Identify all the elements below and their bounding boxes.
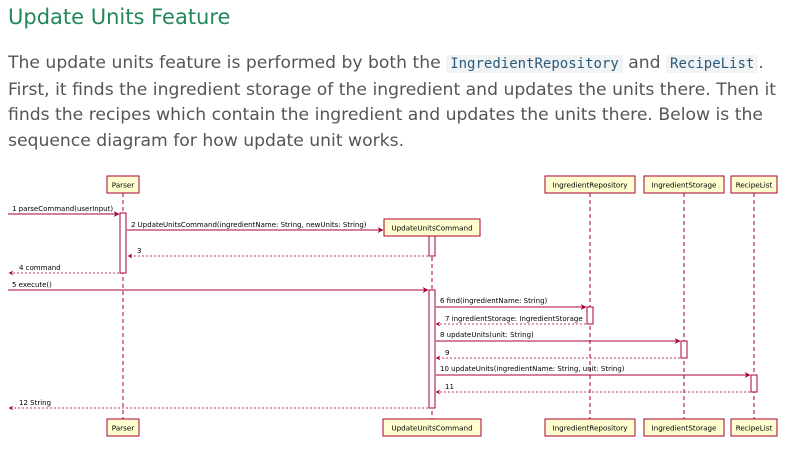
- message-label: 4 command: [19, 264, 61, 272]
- message-label: 5 execute(): [12, 281, 52, 289]
- message-10: 10 updateUnits(ingredientName: String, u…: [436, 365, 751, 378]
- message-label: 2 UpdateUnitsCommand(ingredientName: Str…: [131, 221, 367, 229]
- message-label: 3: [137, 247, 141, 255]
- participant-ingredient-repository-bottom: IngredientRepository: [544, 418, 636, 437]
- participant-recipe-list-bottom: RecipeList: [730, 418, 778, 437]
- message-6: 6 find(ingredientName: String): [436, 297, 587, 310]
- message-label: 10 updateUnits(ingredientName: String, u…: [440, 365, 625, 373]
- participant-label: IngredientRepository: [552, 181, 628, 190]
- message-2: 2 UpdateUnitsCommand(ingredientName: Str…: [127, 221, 384, 233]
- participant-label: IngredientRepository: [552, 424, 628, 433]
- message-7: 7 ingredientStorage: IngredientStorage: [435, 315, 586, 327]
- message-label: 6 find(ingredientName: String): [440, 297, 548, 305]
- message-9: 9: [435, 349, 680, 361]
- participant-parser-top: Parser: [106, 175, 140, 194]
- activation-parser: [119, 212, 127, 274]
- description-paragraph: The update units feature is performed by…: [8, 51, 808, 154]
- code-recipe-list: RecipeList: [666, 55, 759, 73]
- activation-recipe-list: [750, 374, 758, 393]
- participant-update-units-command-bottom: UpdateUnitsCommand: [382, 418, 482, 437]
- participant-label: UpdateUnitsCommand: [391, 224, 472, 233]
- message-label: 11: [445, 383, 454, 391]
- participant-ingredient-storage-top: IngredientStorage: [643, 175, 725, 194]
- participant-label: RecipeList: [736, 181, 773, 190]
- activation-command-execute: [428, 289, 436, 409]
- activation-ingredient-storage: [680, 340, 688, 359]
- participant-label: UpdateUnitsCommand: [391, 424, 472, 433]
- paragraph-text: and: [622, 53, 667, 73]
- message-4: 4 command: [8, 264, 119, 276]
- paragraph-text: . First, it finds the ingredient storage…: [8, 53, 777, 151]
- code-ingredient-repository: IngredientRepository: [446, 55, 623, 73]
- activation-ingredient-repository: [586, 306, 594, 325]
- participant-parser-bottom: Parser: [106, 418, 140, 437]
- message-12: 12 String: [8, 399, 428, 411]
- participant-update-units-command-created: UpdateUnitsCommand: [383, 218, 481, 237]
- message-11: 11: [435, 383, 750, 395]
- participant-label: RecipeList: [736, 424, 773, 433]
- message-label: 8 updateUnits(unit: String): [440, 331, 534, 339]
- paragraph-text: The update units feature is performed by…: [8, 53, 447, 73]
- message-8: 8 updateUnits(unit: String): [436, 331, 681, 344]
- page-title: Update Units Feature: [8, 5, 231, 29]
- activation-command-init: [428, 235, 436, 257]
- participant-label: IngredientStorage: [652, 181, 718, 190]
- message-label: 12 String: [19, 399, 51, 407]
- message-label: 7 ingredientStorage: IngredientStorage: [445, 315, 583, 323]
- message-label: 1 parseCommand(userInput): [12, 205, 113, 213]
- participant-ingredient-storage-bottom: IngredientStorage: [643, 418, 725, 437]
- participant-label: Parser: [112, 181, 135, 190]
- message-1: 1 parseCommand(userInput): [8, 205, 120, 217]
- participant-label: IngredientStorage: [652, 424, 718, 433]
- participant-recipe-list-top: RecipeList: [730, 175, 778, 194]
- message-5: 5 execute(): [8, 281, 429, 293]
- participant-label: Parser: [112, 424, 135, 433]
- participant-ingredient-repository-top: IngredientRepository: [544, 175, 636, 194]
- message-3: 3: [127, 247, 428, 259]
- message-label: 9: [445, 349, 449, 357]
